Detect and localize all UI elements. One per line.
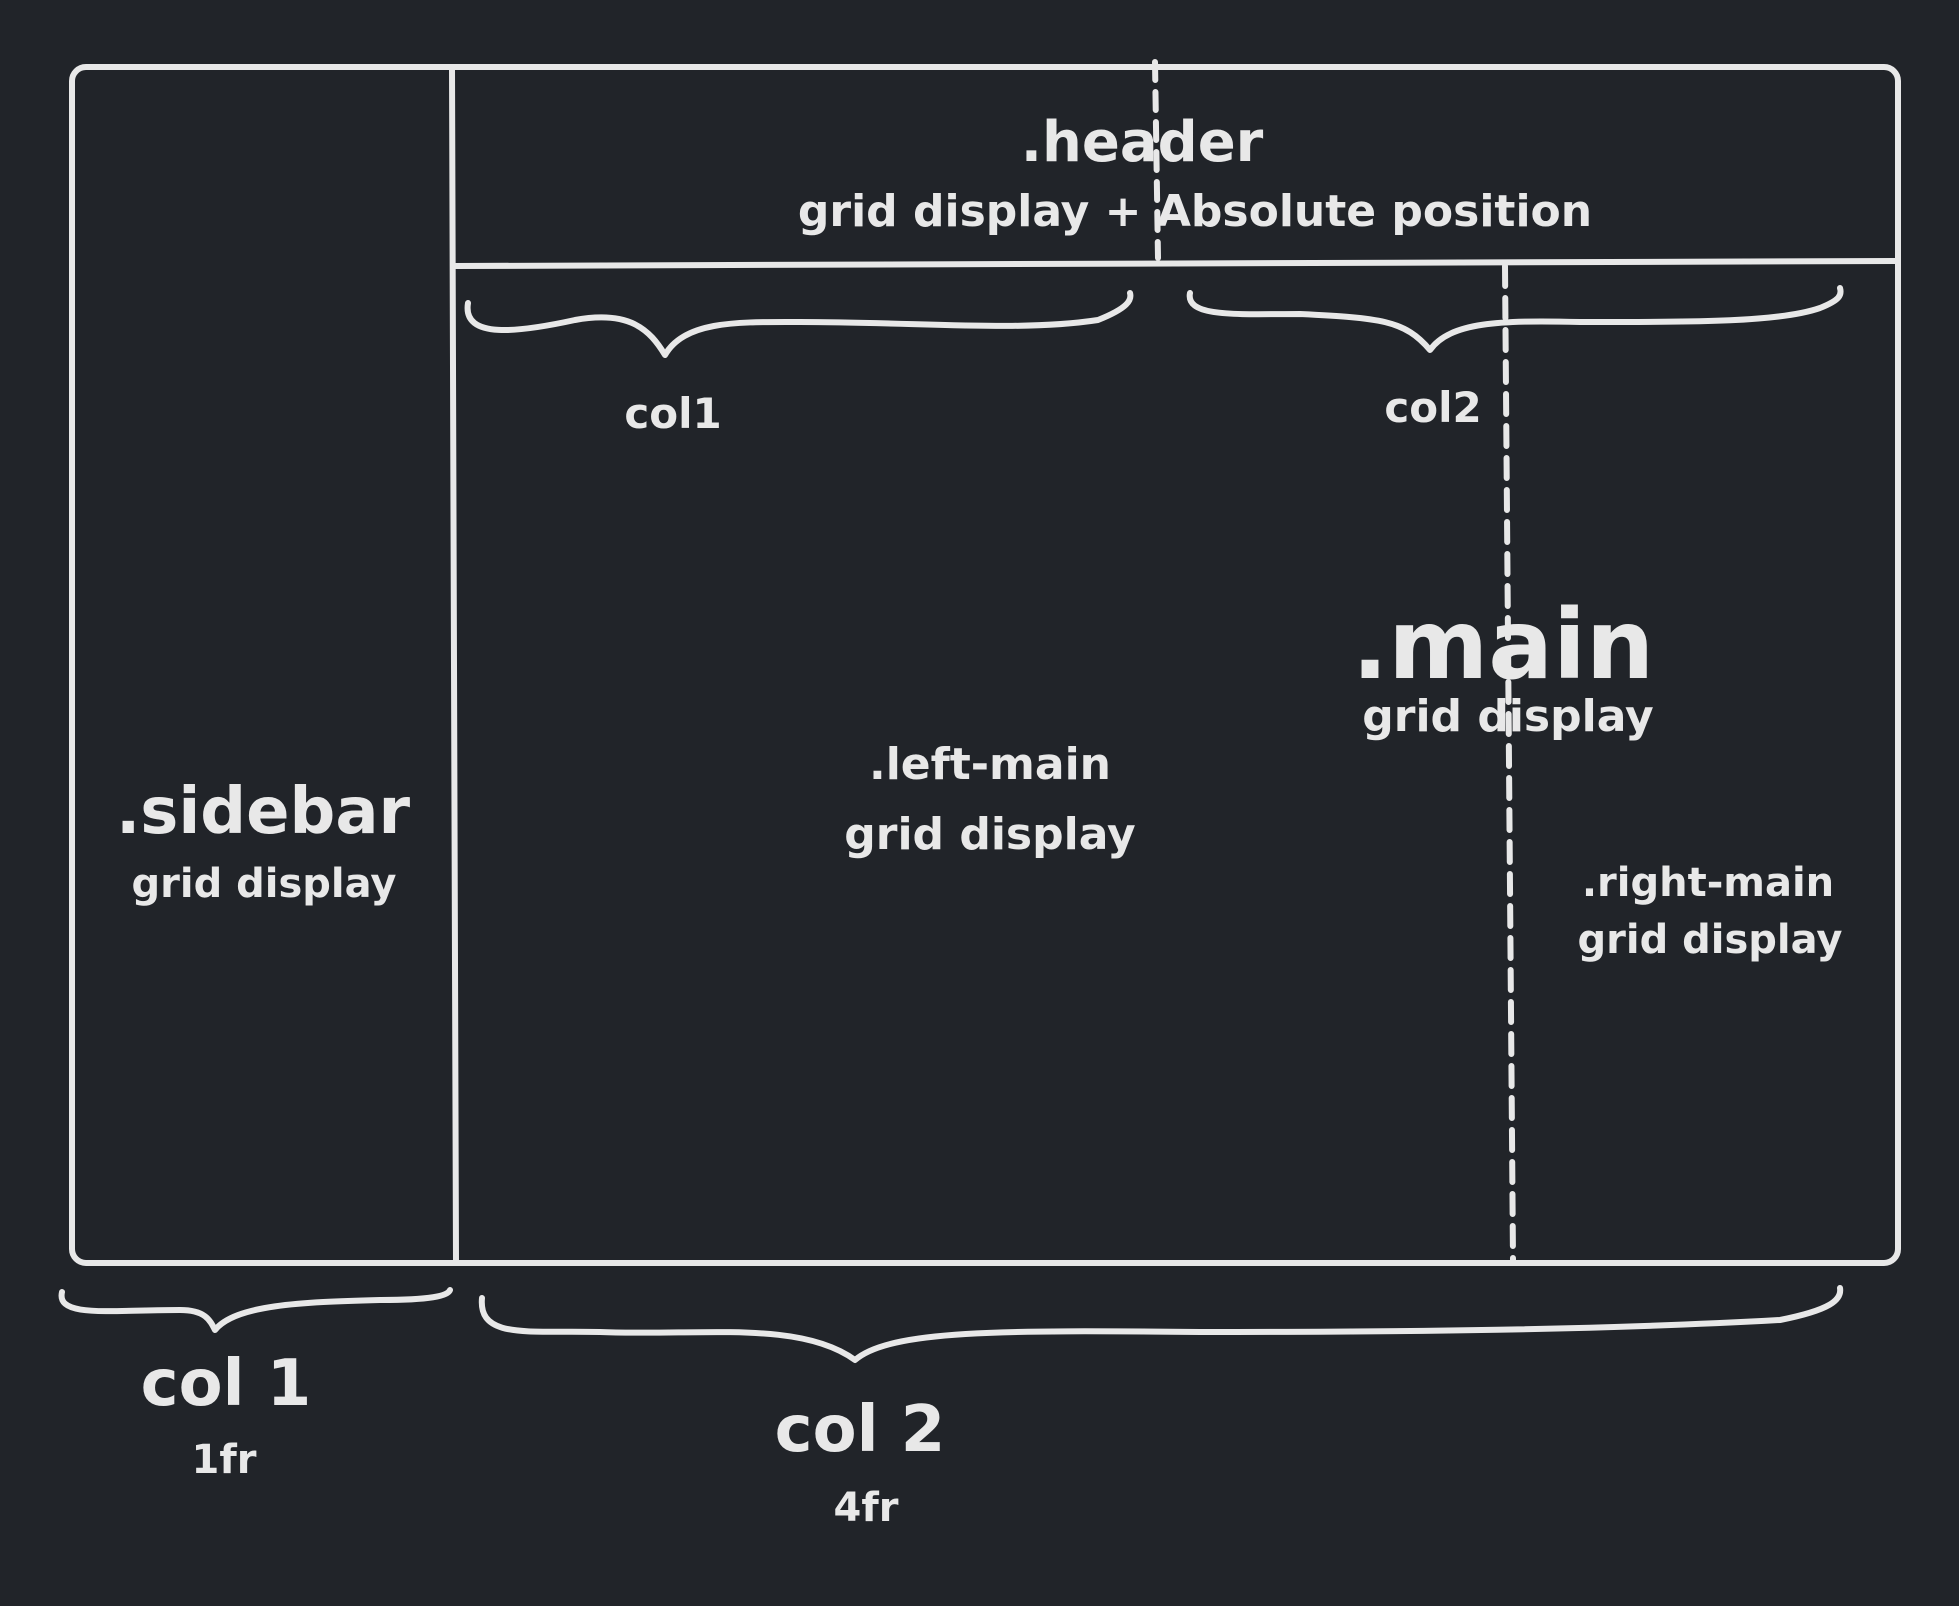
header-bottom-line: [452, 258, 1898, 269]
left-main-name: .left-main: [868, 739, 1112, 790]
brace-inner-col2: [1186, 285, 1844, 353]
outer-col2-label: col 2: [774, 1393, 946, 1467]
right-main-description: grid display: [1577, 917, 1843, 963]
inner-col2-label: col2: [1384, 383, 1482, 432]
inner-col1-label: col1: [624, 389, 722, 438]
sidebar-name: .sidebar: [115, 775, 411, 849]
header-name: .header: [1020, 110, 1264, 175]
brace-inner-col1: [464, 290, 1134, 358]
sidebar-divider: [449, 66, 459, 1265]
header-description: grid display + Absolute position: [797, 186, 1593, 237]
outer-col1-label: col 1: [140, 1347, 312, 1421]
main-column-dashed-divider: [1502, 263, 1516, 1263]
brace-outer-col2: [478, 1285, 1844, 1363]
main-description: grid display: [1362, 691, 1654, 742]
left-main-description: grid display: [844, 809, 1136, 860]
outer-container-box: [69, 64, 1901, 1266]
outer-col2-size: 4fr: [833, 1485, 899, 1531]
main-name: .main: [1351, 589, 1655, 701]
brace-outer-col1: [58, 1287, 453, 1333]
outer-col1-size: 1fr: [191, 1437, 257, 1483]
sidebar-description: grid display: [131, 861, 397, 907]
header-center-dashed-line: [1152, 59, 1161, 261]
right-main-name: .right-main: [1581, 860, 1835, 906]
